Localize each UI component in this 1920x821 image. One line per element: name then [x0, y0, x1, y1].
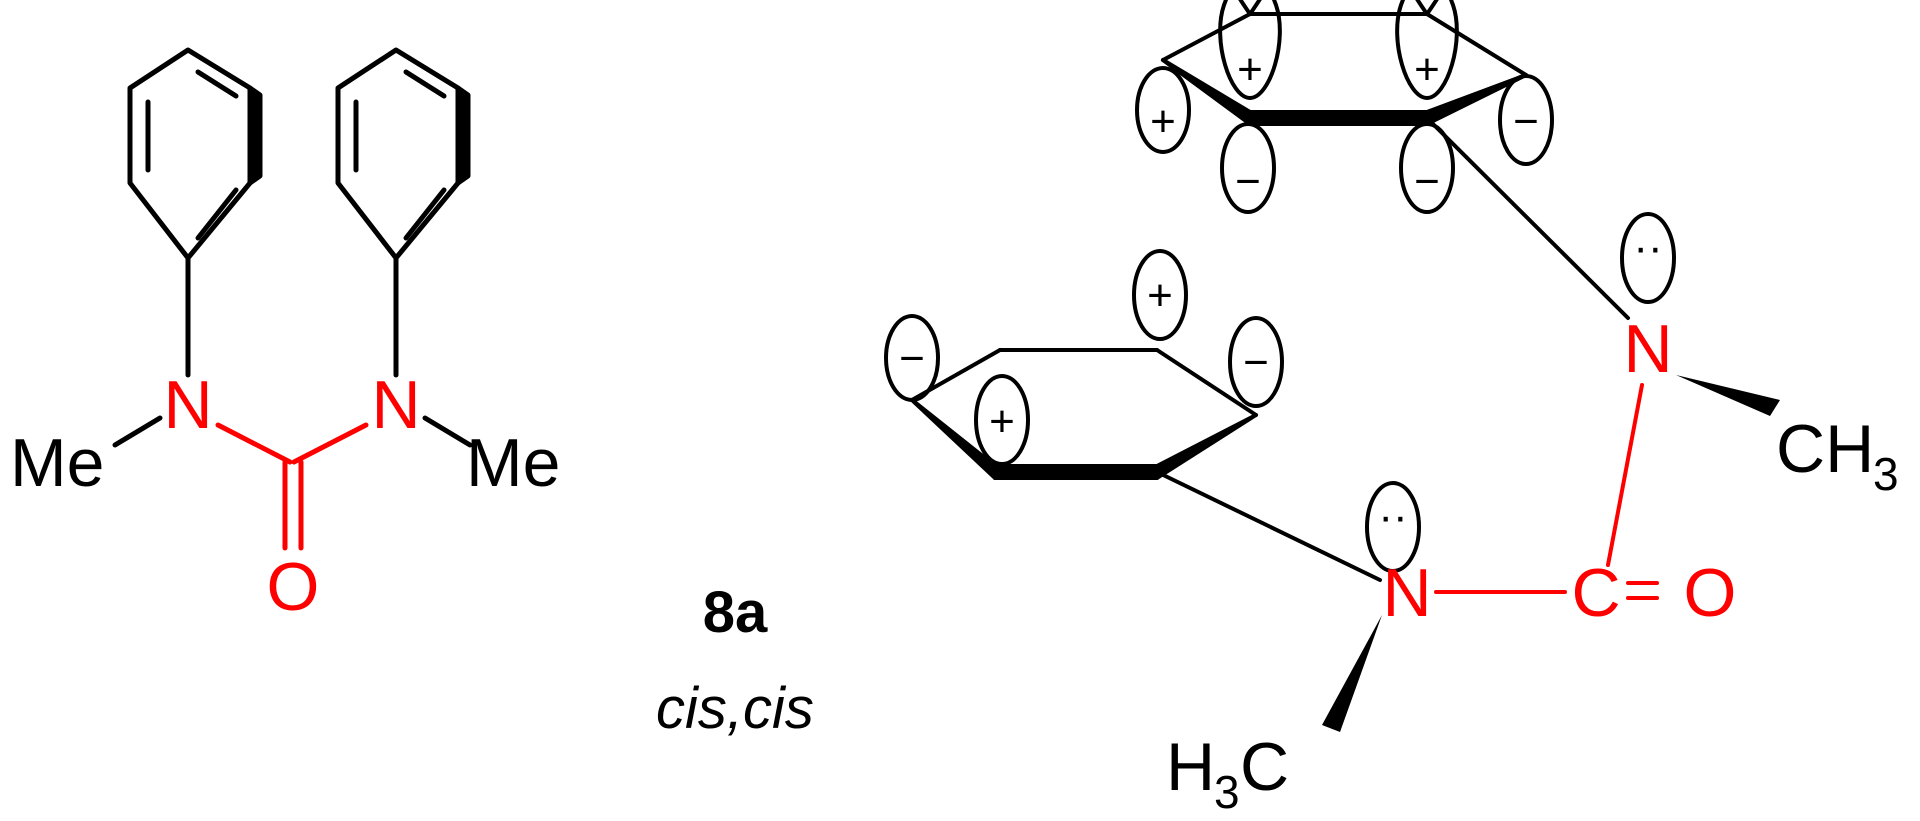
methyl-wedges	[1322, 375, 1780, 732]
lone-pair-dots: ·· ··	[1378, 223, 1662, 541]
phase-sign-minus: −	[1414, 157, 1440, 206]
top-ring-lobes	[1135, 0, 1554, 214]
nitrogen-label-right: N	[371, 367, 420, 443]
aryl-n-bonds	[1155, 116, 1630, 582]
carbon-label: C	[1571, 555, 1620, 631]
methyl-formula-lower: H 3 C	[1166, 729, 1289, 818]
left-ring-phase-signs: − + + −	[899, 271, 1269, 446]
left-ring-lobes	[884, 249, 1284, 466]
phase-sign-minus: −	[899, 334, 925, 383]
lone-pair-upper: ··	[1633, 223, 1662, 272]
skeletal-structure	[112, 47, 473, 448]
nitrogen-label-lower: N	[1382, 555, 1431, 631]
phenyl-ring-right	[335, 47, 471, 261]
phenyl-ring-left	[127, 47, 263, 261]
phase-sign-plus: +	[1414, 45, 1440, 94]
methyl-label-left: Me	[10, 425, 104, 501]
me-bond-right	[422, 415, 473, 448]
phase-sign-plus: +	[1237, 45, 1263, 94]
methyl-h-text: H	[1166, 729, 1215, 805]
phase-sign-plus: +	[1150, 97, 1176, 146]
urea-core-right	[1434, 383, 1659, 600]
methyl-label-right: Me	[466, 425, 560, 501]
phase-sign-minus: −	[1513, 97, 1539, 146]
methyl-formula-upper: CH 3	[1776, 411, 1899, 500]
urea-core-left	[215, 422, 369, 551]
methyl-subscript-upper: 3	[1873, 448, 1899, 500]
left-ring-orbital-set	[884, 249, 1284, 480]
methyl-ch-text: CH	[1776, 411, 1874, 487]
conformation-label: cis,cis	[656, 676, 814, 741]
top-ring-phase-signs: + + + − − −	[1150, 45, 1539, 206]
methyl-c-text: C	[1240, 729, 1289, 805]
me-bond-left	[112, 415, 163, 448]
methyl-subscript-lower: 3	[1214, 766, 1240, 818]
phase-sign-minus: −	[1243, 338, 1269, 387]
lone-pair-orbitals	[1365, 212, 1676, 573]
compound-number: 8a	[703, 580, 768, 645]
oxygen-label-right: O	[1684, 555, 1737, 631]
nitrogen-label-left: N	[163, 367, 212, 443]
lone-pair-lower: ··	[1378, 492, 1407, 541]
nitrogen-label-upper: N	[1623, 311, 1672, 387]
phase-sign-plus: +	[1147, 271, 1173, 320]
oxygen-label-left: O	[267, 549, 320, 625]
phase-sign-plus: +	[989, 397, 1015, 446]
phase-sign-minus: −	[1235, 157, 1261, 206]
